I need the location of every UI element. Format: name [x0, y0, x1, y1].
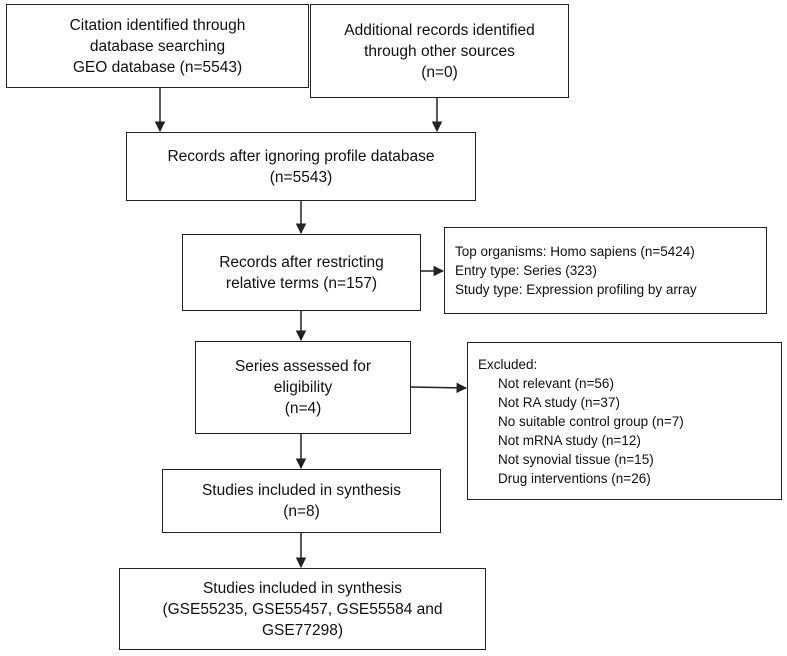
citation-line-2: database searching: [89, 37, 226, 55]
organisms-line-2: Entry type: Series (323): [455, 263, 597, 278]
series-line-2: eligibility: [273, 379, 333, 396]
citation-box: Citation identified through database sea…: [6, 4, 309, 88]
restricting-line-1: Records after restricting: [219, 253, 384, 271]
citation-line-1: Citation identified through: [69, 16, 246, 34]
ignoring-box: Records after ignoring profile database …: [126, 132, 476, 201]
restricting-box: Records after restricting relative terms…: [182, 234, 421, 311]
excluded-item: Not mRNA study (n=12): [498, 432, 641, 448]
synthesis2-line-3: GSE77298): [262, 621, 343, 639]
additional-box: Additional records identified through ot…: [310, 4, 569, 98]
series-box: Series assessed for eligibility (n=4): [195, 341, 411, 434]
synthesis2-line-1: Studies included in synthesis: [202, 579, 403, 597]
ignoring-line-1: Records after ignoring profile database: [167, 147, 435, 165]
synthesis1-line-1: Studies included in synthesis: [201, 482, 402, 499]
excluded-item: Not RA study (n=37): [498, 394, 620, 410]
synthesis2-box: Studies included in synthesis (GSE55235,…: [119, 568, 486, 650]
organisms-line-1: Top organisms: Homo sapiens (n=5424): [455, 244, 695, 259]
series-line-3: (n=4): [284, 400, 322, 417]
series-line-1: Series assessed for: [234, 358, 372, 375]
synthesis1-line-2: (n=8): [283, 503, 320, 520]
excluded-item: No suitable control group (n=7): [498, 413, 684, 429]
excluded-item: Drug interventions (n=26): [498, 470, 651, 486]
additional-line-3: (n=0): [421, 63, 458, 81]
excluded-item: Not synovial tissue (n=15): [498, 451, 654, 467]
synthesis1-box: Studies included in synthesis (n=8): [162, 469, 441, 533]
arrow-series-to-excluded: [409, 382, 468, 394]
excluded-item: Not relevant (n=56): [498, 375, 614, 391]
restricting-line-2: relative terms (n=157): [225, 274, 378, 292]
organisms-box: Top organisms: Homo sapiens (n=5424) Ent…: [444, 227, 767, 314]
additional-line-2: through other sources: [364, 42, 515, 60]
synthesis2-line-2: (GSE55235, GSE55457, GSE55584 and: [162, 600, 443, 618]
additional-line-1: Additional records identified: [344, 21, 535, 39]
excluded-box: Excluded: Not relevant (n=56) Not RA stu…: [467, 342, 782, 500]
organisms-line-3: Study type: Expression profiling by arra…: [455, 282, 697, 297]
ignoring-line-2: (n=5543): [269, 168, 333, 186]
citation-line-3: GEO database (n=5543): [72, 58, 243, 76]
excluded-title: Excluded:: [478, 356, 538, 372]
